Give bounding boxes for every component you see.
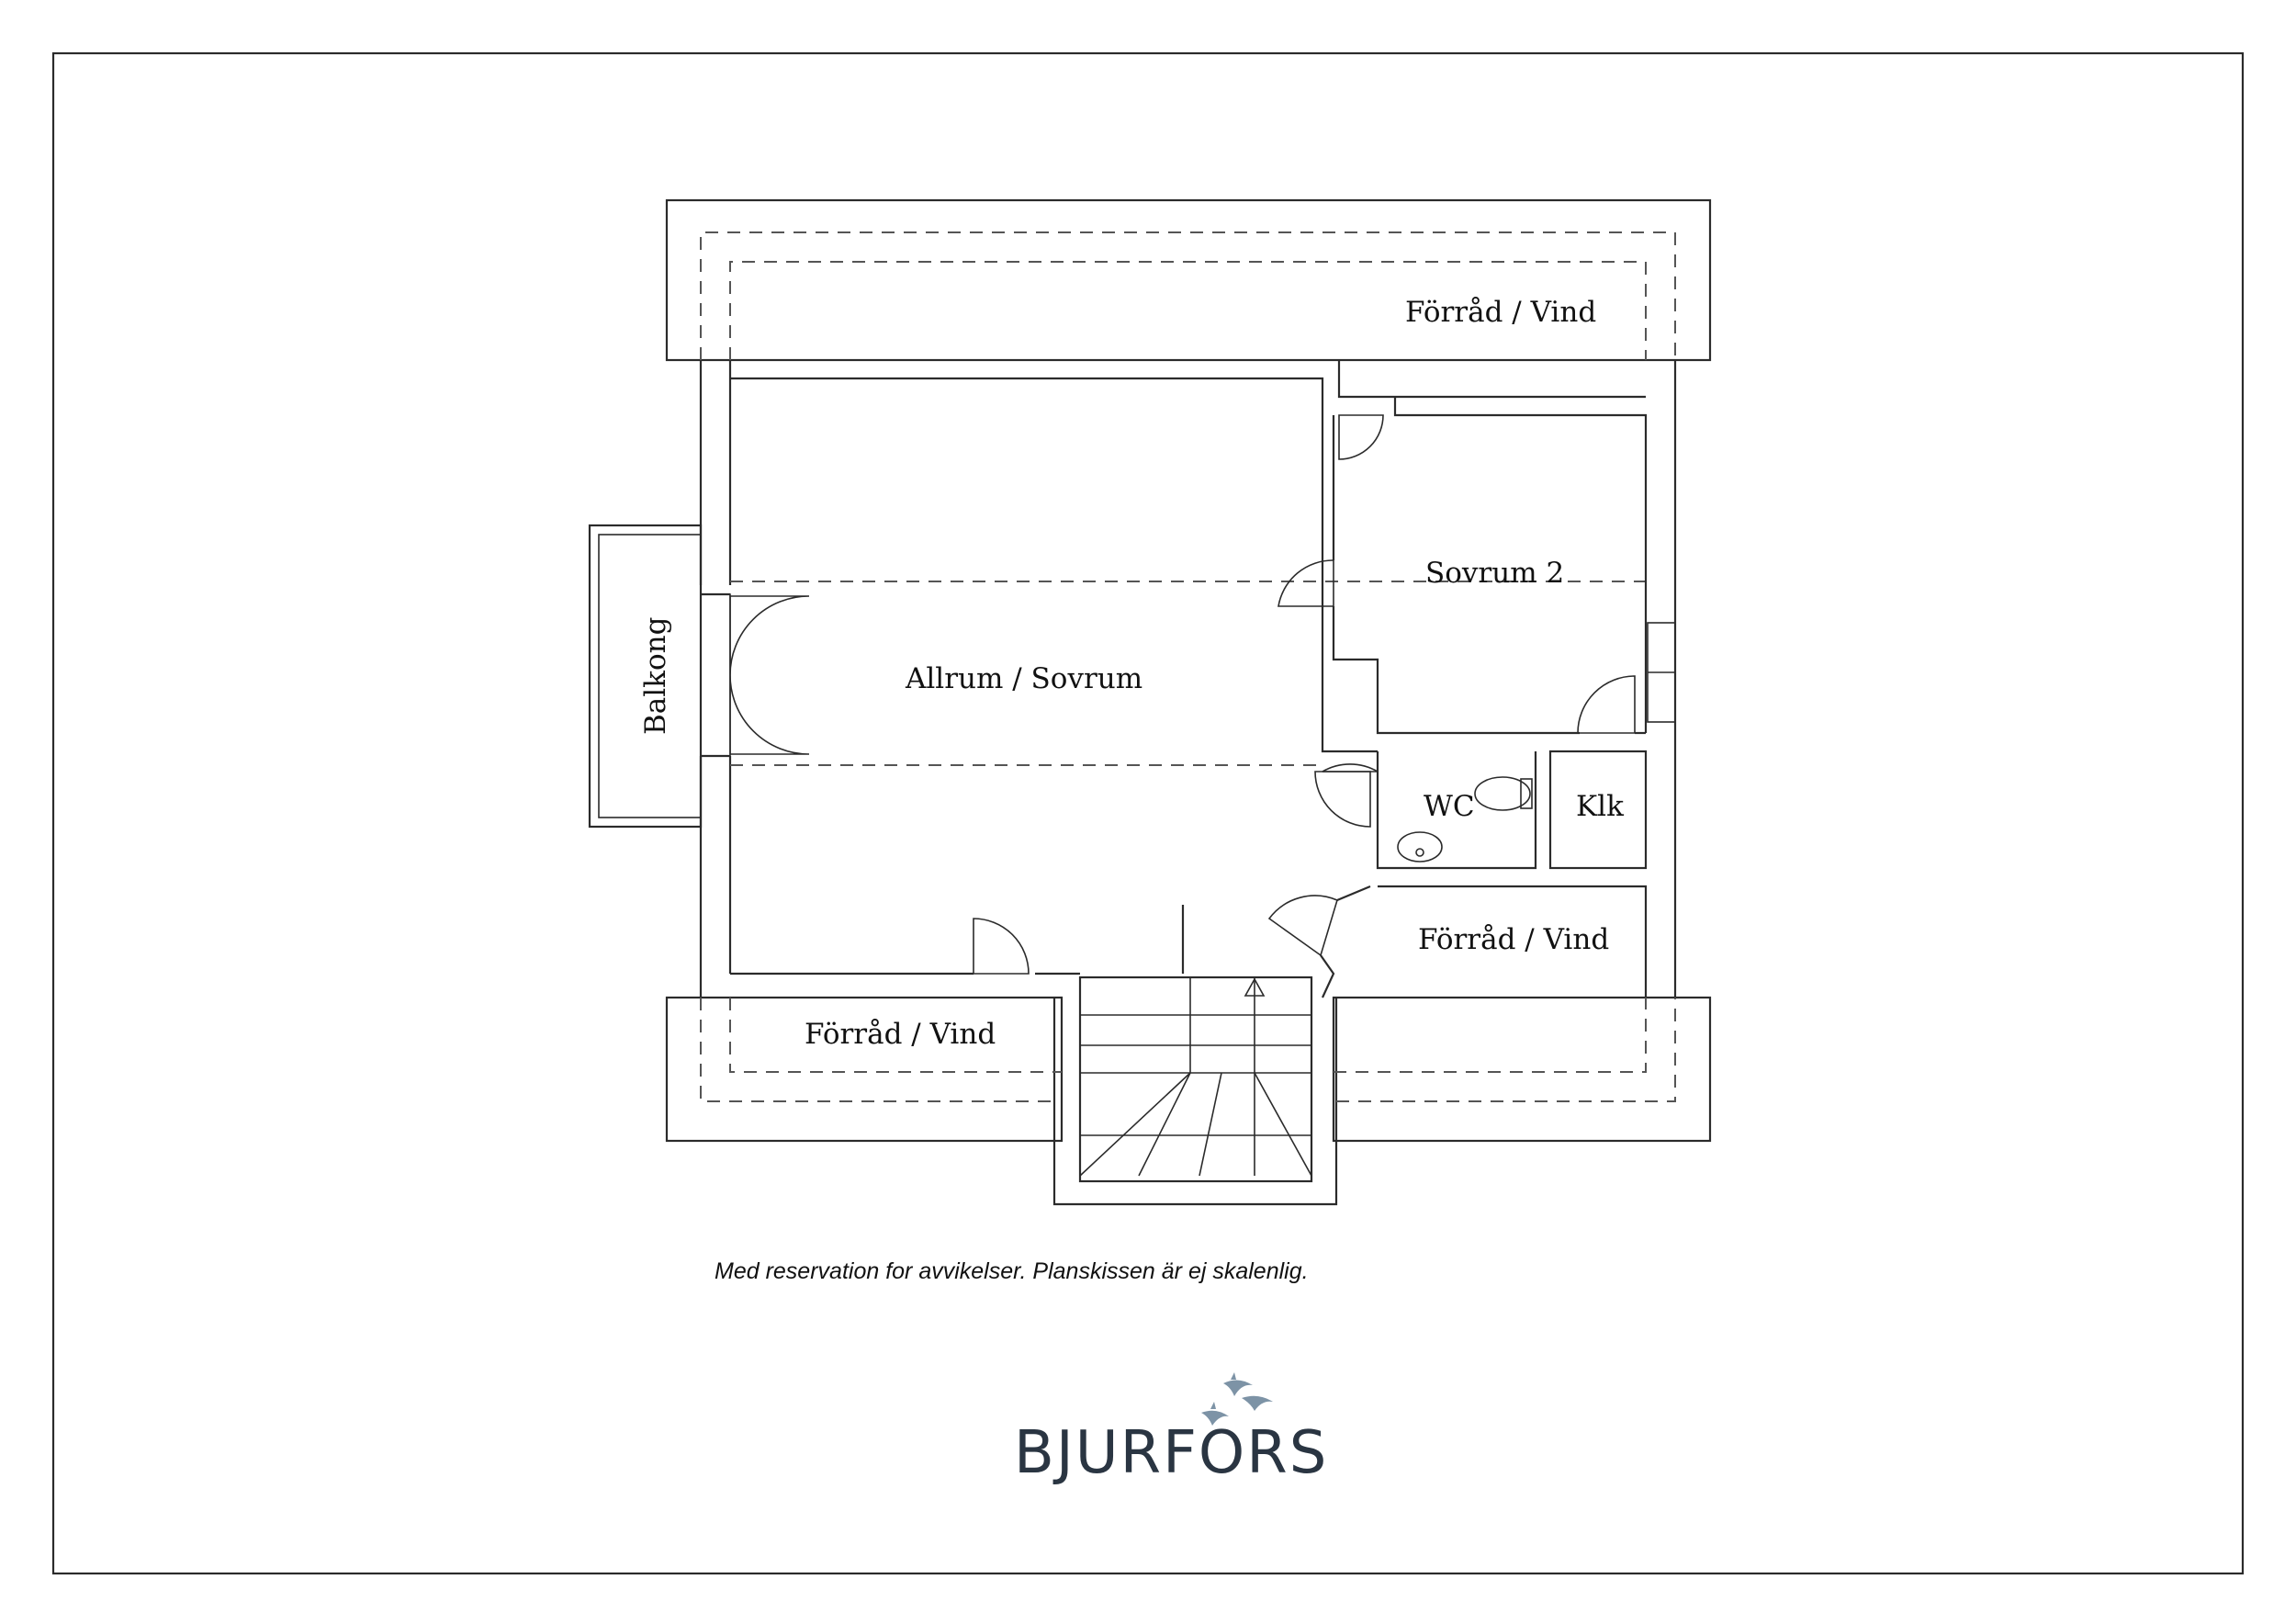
room-labels: Förråd / Vind Sovrum 2 Allrum / Sovrum B…: [639, 296, 1624, 1051]
page-frame: [51, 51, 2245, 1575]
label-balcony: Balkong: [639, 617, 672, 735]
attic-outlines: [665, 198, 1712, 1206]
balcony: [588, 524, 731, 829]
bird-logo-icon: [1201, 1372, 1273, 1426]
exterior-walls: [699, 360, 1677, 998]
label-storage-right: Förråd / Vind: [1418, 923, 1609, 956]
bedroom-2-walls: [1277, 360, 1676, 735]
storage-right-walls: [1267, 885, 1648, 998]
label-storage-bottom: Förråd / Vind: [805, 1018, 996, 1051]
label-storage-top: Förråd / Vind: [1405, 296, 1596, 329]
wc: [1314, 751, 1537, 870]
living-room-walls: [730, 377, 1646, 976]
disclaimer-text: Med reservation for avvikelser. Planskis…: [715, 1258, 1309, 1284]
label-wc: WC: [1424, 790, 1475, 823]
balcony-door: [729, 595, 810, 755]
label-closet: Klk: [1576, 790, 1624, 823]
label-bedroom-2: Sovrum 2: [1425, 557, 1564, 590]
closet: [1548, 750, 1648, 870]
brand-logo: BJURFORS: [1014, 1419, 1329, 1487]
stairs: [1078, 976, 1313, 1183]
label-living-bedroom: Allrum / Sovrum: [905, 662, 1142, 695]
